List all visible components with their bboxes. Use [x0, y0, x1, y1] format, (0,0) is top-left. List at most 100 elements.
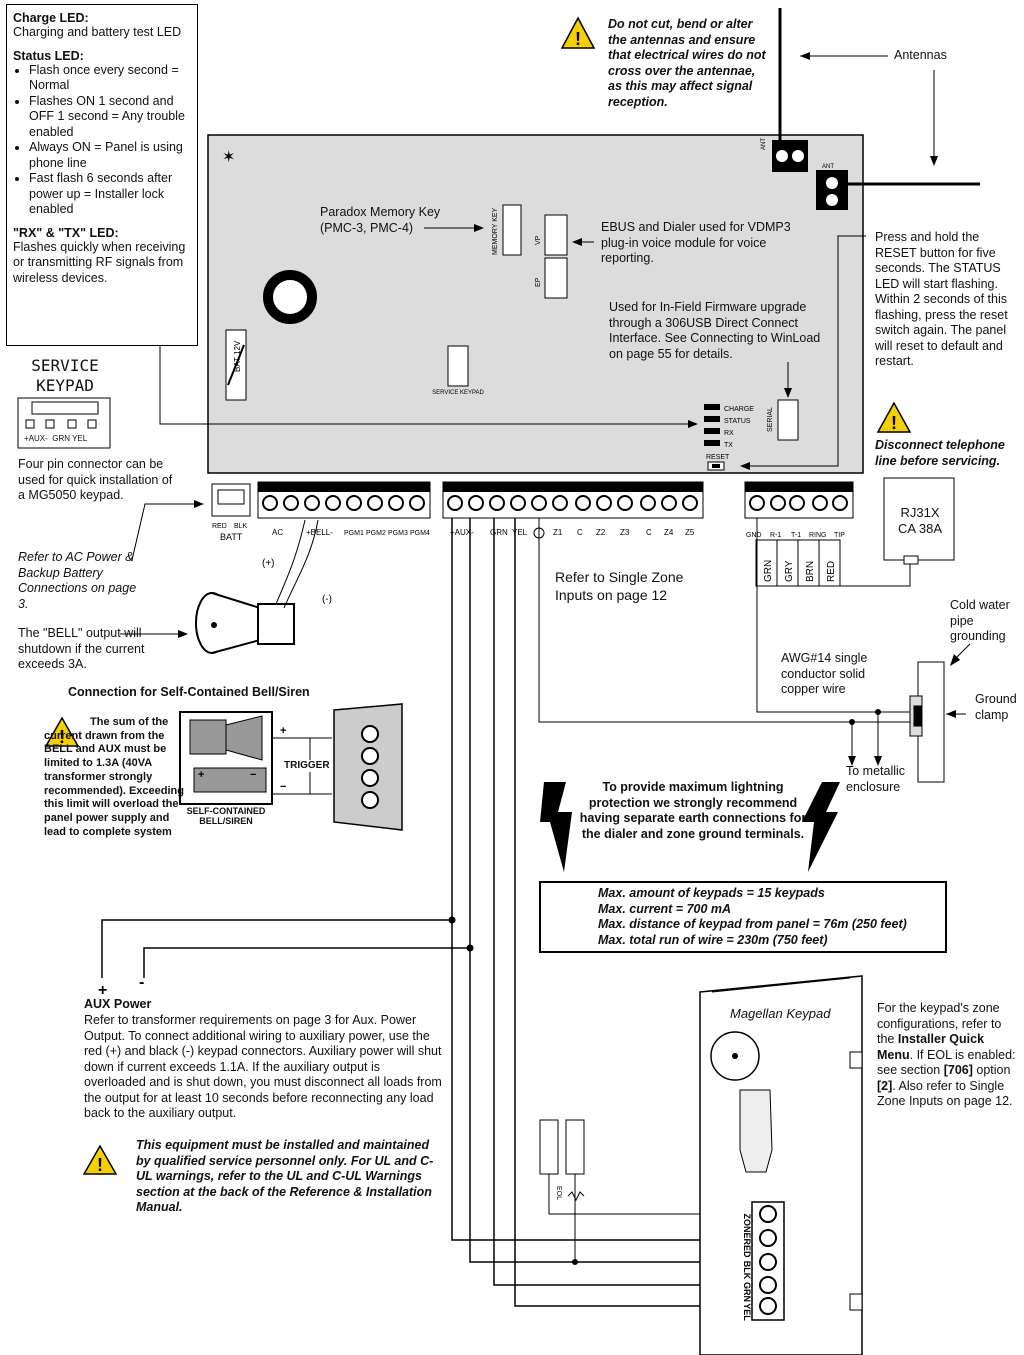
terminal-block-2	[442, 481, 704, 519]
rj31x-label: RJ31X CA 38A	[897, 505, 943, 536]
ebus-note: EBUS and Dialer used for VDMP3 plug-in v…	[601, 220, 791, 265]
rxtx-led-title: "RX" & "TX" LED:	[13, 225, 119, 240]
keypad-name: Magellan Keypad	[730, 1006, 831, 1021]
terminal-block-3	[744, 481, 854, 519]
keypad-limit-line: Max. distance of keypad from panel = 76m…	[598, 917, 907, 931]
svg-text:!: !	[575, 29, 581, 49]
bell-note: The "BELL" output will shutdown if the c…	[18, 626, 145, 671]
status-led-title: Status LED:	[13, 48, 84, 63]
led-tx-label: TX	[724, 442, 733, 449]
svg-text:BRN: BRN	[805, 561, 816, 582]
keypad-limits: Max. amount of keypads = 15 keypads Max.…	[598, 886, 944, 948]
vp-label: VP	[535, 235, 542, 245]
service-keypad-title: SERVICE KEYPAD	[31, 356, 99, 395]
zone-note-part: . If EOL is enabled: see section	[877, 1047, 1016, 1078]
keypad-zone-note: For the keypad's zone configurations, re…	[877, 1001, 1017, 1110]
single-zone-ref: Refer to Single Zone Inputs on page 12	[555, 569, 684, 603]
keypad-terminal-block	[751, 1201, 785, 1321]
charge-led-title: Charge LED:	[13, 11, 89, 25]
buzzer-circle	[263, 270, 317, 324]
svg-text:AC: AC	[272, 528, 283, 537]
svg-text:+: +	[198, 769, 204, 781]
svg-text:GRN: GRN	[742, 1282, 752, 1302]
svg-text:R-1: R-1	[770, 532, 781, 539]
bell-siren-warning: The sum of the current drawn from the BE…	[44, 716, 184, 838]
reset-label: RESET	[706, 454, 730, 461]
svg-text:!: !	[59, 727, 65, 747]
firmware-note: Used for In-Field Firmware upgrade throu…	[609, 300, 821, 361]
lightning-note: To provide maximum lightning protection …	[579, 780, 807, 841]
svg-text:+: +	[280, 725, 286, 737]
svg-text:GRN: GRN	[490, 528, 508, 537]
antenna-warning: Do not cut, bend or alter the antennas a…	[608, 17, 766, 109]
svg-text:(-): (-)	[322, 594, 332, 605]
svg-text:BLK: BLK	[742, 1261, 752, 1280]
serial-connector	[777, 399, 799, 441]
serial-label: SERIAL	[767, 407, 774, 432]
svg-text:−: −	[250, 769, 256, 781]
awg-note: AWG#14 single conductor solid copper wir…	[781, 651, 868, 696]
led-charge-label: CHARGE	[724, 406, 754, 413]
disconnect-warning: Disconnect telephone line before servici…	[875, 438, 1005, 468]
status-item: Always ON = Panel is using phone line	[29, 140, 191, 171]
warning-icon-antenna: !	[560, 16, 596, 49]
maple-leaf-icon: ✶	[222, 149, 235, 166]
svg-text:RED: RED	[742, 1238, 752, 1258]
warning-icon-telephone: !	[876, 401, 912, 433]
svg-text:−: −	[280, 781, 286, 793]
charge-led-desc: Charging and battery test LED	[13, 25, 182, 39]
zone-note-part: option	[976, 1063, 1011, 1077]
svg-text:PGM1: PGM1	[344, 530, 364, 537]
svg-text:RED: RED	[212, 523, 227, 530]
svg-text:Z4: Z4	[664, 528, 674, 537]
metallic-enclosure-label: To metallic enclosure	[846, 764, 906, 794]
svg-text:YEL: YEL	[512, 528, 528, 537]
svg-text:+BELL-: +BELL-	[306, 528, 333, 537]
svg-text:GRN: GRN	[763, 560, 774, 582]
control-panel-board	[207, 134, 864, 474]
ep-connector	[544, 257, 568, 299]
ep-label: EP	[535, 277, 542, 287]
zone-note-option: [2]	[877, 1078, 893, 1093]
svg-text:(+): (+)	[262, 558, 275, 569]
antennas-label: Antennas	[894, 48, 947, 62]
svg-text:RED: RED	[826, 561, 837, 582]
svg-text:PGM3: PGM3	[388, 530, 408, 537]
svg-text:+: +	[98, 982, 107, 999]
service-keypad-desc: Four pin connector can be used for quick…	[18, 457, 173, 502]
bell-siren-title: Connection for Self-Contained Bell/Siren	[68, 685, 310, 699]
svg-text:TIP: TIP	[834, 532, 845, 539]
svg-text:BLK: BLK	[234, 523, 248, 530]
rxtx-led-desc: Flashes quickly when receiving or transm…	[13, 239, 186, 285]
self-contained-label: SELF-CONTAINED BELL/SIREN	[186, 806, 266, 826]
status-led-list: Flash once every second = Normal Flashes…	[13, 63, 191, 218]
svg-text:PGM2: PGM2	[366, 530, 386, 537]
zone-note-section: [706]	[943, 1063, 973, 1077]
keypad-limit-line: Max. current = 700 mA	[598, 901, 732, 916]
service-keypad-board-label: SERVICE KEYPAD	[432, 390, 484, 396]
led-status-label: STATUS	[724, 418, 751, 425]
lightning-bolt-left	[540, 782, 572, 872]
memory-key-connector	[502, 204, 522, 256]
svg-text:C: C	[577, 528, 583, 537]
svg-text:+AUX-: +AUX-	[450, 528, 474, 537]
led-rx-label: RX	[724, 430, 734, 437]
keypad-limit-line: Max. total run of wire = 230m (750 feet)	[598, 932, 828, 947]
svg-text:Z2: Z2	[596, 528, 606, 537]
svg-text:GRY: GRY	[784, 560, 795, 582]
status-item: Fast flash 6 seconds after power up = In…	[29, 171, 191, 218]
svg-text:ANT: ANT	[761, 138, 767, 150]
led-group: CHARGE STATUS RX TX	[704, 404, 754, 449]
svg-text:!: !	[97, 1155, 103, 1175]
svg-text:GND: GND	[746, 532, 762, 539]
door-contact-1	[539, 1119, 559, 1175]
install-warning: This equipment must be installed and mai…	[136, 1138, 434, 1214]
svg-text:RING: RING	[809, 532, 827, 539]
svg-text:C: C	[646, 528, 652, 537]
ground-clamp-label: Ground clamp	[975, 692, 1017, 722]
zone-note-part: For the keypad's zone configurations, re…	[877, 1001, 1002, 1046]
status-item: Flashes ON 1 second and OFF 1 second = A…	[29, 94, 191, 141]
memory-key-note: Paradox Memory Key (PMC-3, PMC-4)	[320, 205, 441, 235]
ground-pipe	[909, 661, 945, 783]
